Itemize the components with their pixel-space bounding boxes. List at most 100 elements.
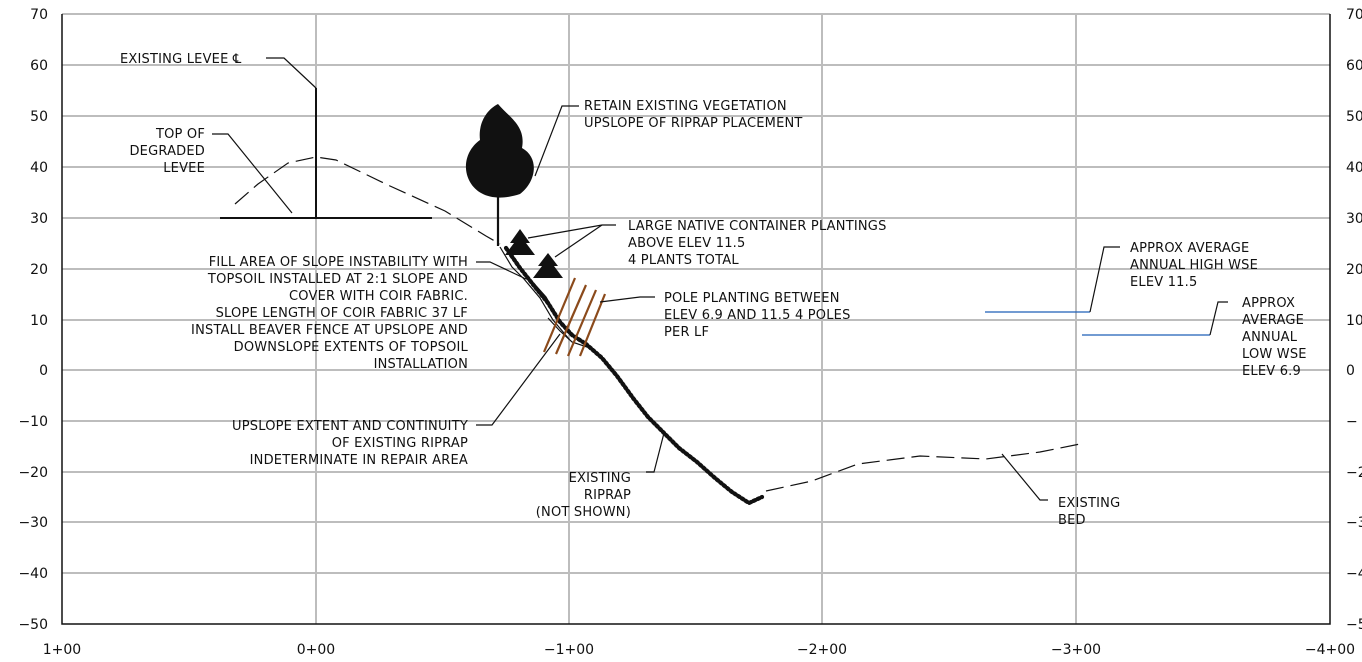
left-y-tick-minus-50: −50: [18, 617, 48, 633]
right-y-tick-minus-50: −5: [1346, 617, 1362, 633]
ground-profile: [220, 88, 1081, 506]
approx-low-wse-line-4: LOW WSE: [1242, 347, 1307, 362]
retain-vegetation-line-2: UPSLOPE OF RIPRAP PLACEMENT: [584, 116, 803, 131]
left-y-tick-60: 60: [30, 58, 48, 74]
right-y-tick-20: 20: [1346, 262, 1362, 278]
container-planting-1: [505, 229, 535, 255]
large-native-leader-2: [554, 224, 603, 258]
pole-planting-line-2: ELEV 6.9 AND 11.5 4 POLES: [664, 308, 851, 323]
axis-labels: 70 60 50 40 30 20 10 0 −10 −20 −30 −40 −…: [18, 7, 1362, 658]
right-y-tick-60: 60: [1346, 58, 1362, 74]
fill-area-line-6: DOWNSLOPE EXTENTS OF TOPSOIL: [234, 340, 469, 355]
right-y-tick-50: 50: [1346, 109, 1362, 125]
pole-planting-4: [578, 293, 607, 357]
water-surface-lines: [985, 311, 1210, 336]
right-y-tick-0: 0: [1346, 363, 1355, 379]
left-y-tick-50: 50: [30, 109, 48, 125]
existing-bed-line-1: EXISTING: [1058, 496, 1120, 511]
fill-area-line-5: INSTALL BEAVER FENCE AT UPSLOPE AND: [191, 323, 468, 338]
upslope-extent-line-3: INDETERMINATE IN REPAIR AREA: [250, 453, 468, 468]
approx-high-wse-line-1: APPROX AVERAGE: [1130, 241, 1249, 256]
pole-planting-1: [542, 277, 577, 353]
existing-levee-cl-leader: [266, 57, 317, 89]
top-degraded-levee-line-3: LEVEE: [163, 161, 205, 176]
top-degraded-levee-line-2: DEGRADED: [129, 144, 205, 159]
fill-area-leader: [476, 261, 527, 280]
left-y-tick-minus-10: −10: [18, 414, 48, 430]
fill-area-line-3: COVER WITH COIR FABRIC.: [289, 289, 468, 304]
existing-riprap-line-3: (NOT SHOWN): [536, 505, 631, 520]
fill-area-line-1: FILL AREA OF SLOPE INSTABILITY WITH: [209, 255, 468, 270]
left-y-tick-minus-20: −20: [18, 465, 48, 481]
retain-vegetation-line-1: RETAIN EXISTING VEGETATION: [584, 99, 787, 114]
existing-riprap-slope: [503, 245, 765, 506]
grid: [61, 13, 1331, 625]
right-y-tick-70: 70: [1346, 7, 1362, 23]
pole-planting-2: [554, 284, 588, 355]
pole-planting-line-1: POLE PLANTING BETWEEN: [664, 291, 840, 306]
top-degraded-levee-line-1: TOP OF: [155, 127, 205, 142]
x-tick-minus-4-plus-00: −4+00: [1305, 642, 1355, 658]
right-y-tick-40: 40: [1346, 160, 1362, 176]
right-y-tick-minus-30: −3: [1346, 515, 1362, 531]
left-y-tick-20: 20: [30, 262, 48, 278]
chart-frame: [61, 14, 1331, 625]
fill-area-line-7: INSTALLATION: [374, 357, 468, 372]
approx-low-wse-line-3: ANNUAL: [1242, 330, 1298, 345]
pole-planting-3: [566, 289, 598, 357]
approx-low-wse-line-5: ELEV 6.9: [1242, 364, 1301, 379]
existing-bed-profile: [765, 443, 1081, 492]
existing-riprap-line-2: RIPRAP: [584, 488, 631, 503]
pole-planting-leader: [599, 296, 655, 303]
left-y-tick-minus-40: −40: [18, 566, 48, 582]
large-native-line-1: LARGE NATIVE CONTAINER PLANTINGS: [628, 219, 887, 234]
container-planting-2: [533, 253, 563, 278]
x-tick-minus-1-plus-00: −1+00: [544, 642, 594, 658]
pole-planting-line-3: PER LF: [664, 325, 709, 340]
approx-low-wse-line-1: APPROX: [1242, 296, 1295, 311]
fill-area-line-2: TOPSOIL INSTALLED AT 2:1 SLOPE AND: [207, 272, 468, 287]
existing-bed-leader: [1001, 453, 1048, 501]
existing-tree-canopy: [465, 104, 534, 198]
approx-low-wse-leader: [1209, 301, 1228, 336]
left-y-tick-40: 40: [30, 160, 48, 176]
x-tick-minus-2-plus-00: −2+00: [797, 642, 847, 658]
upslope-extent-leader: [476, 333, 561, 426]
upslope-extent-line-1: UPSLOPE EXTENT AND CONTINUITY: [232, 419, 468, 434]
pole-plantings: [542, 277, 607, 357]
top-degraded-levee-leader: [212, 133, 293, 214]
vegetation: [465, 104, 607, 357]
left-y-tick-minus-30: −30: [18, 515, 48, 531]
right-y-tick-minus-20: −2: [1346, 465, 1362, 481]
large-native-line-3: 4 PLANTS TOTAL: [628, 253, 739, 268]
left-y-tick-30: 30: [30, 211, 48, 227]
large-native-line-2: ABOVE ELEV 11.5: [628, 236, 745, 251]
right-y-tick-minus-10: −: [1346, 414, 1358, 430]
fill-area-line-4: SLOPE LENGTH OF COIR FABRIC 37 LF: [216, 306, 468, 321]
x-tick-1-plus-00: 1+00: [43, 642, 81, 658]
approx-high-wse-line-2: ANNUAL HIGH WSE: [1130, 258, 1258, 273]
right-y-tick-30: 30: [1346, 211, 1362, 227]
x-tick-minus-3-plus-00: −3+00: [1051, 642, 1101, 658]
right-y-tick-10: 10: [1346, 313, 1362, 329]
left-y-tick-0: 0: [39, 363, 48, 379]
left-y-tick-70: 70: [30, 7, 48, 23]
topsoil-fill-bulge: [547, 317, 605, 361]
existing-riprap-leader: [646, 432, 665, 473]
left-y-tick-10: 10: [30, 313, 48, 329]
annotation-leaders: [212, 57, 1228, 501]
existing-riprap-line-1: EXISTING: [569, 471, 631, 486]
annotation-labels: EXISTING LEVEE ℄ TOP OF DEGRADED LEVEE R…: [120, 52, 1307, 528]
approx-high-wse-line-3: ELEV 11.5: [1130, 275, 1197, 290]
existing-bed-line-2: BED: [1058, 513, 1086, 528]
approx-high-wse-leader: [1089, 246, 1120, 313]
retain-vegetation-leader: [534, 105, 579, 177]
right-y-tick-minus-40: −4: [1346, 566, 1362, 582]
approx-low-wse-line-2: AVERAGE: [1242, 313, 1304, 328]
top-of-degraded-levee-profile: [234, 156, 501, 245]
upslope-extent-line-2: OF EXISTING RIPRAP: [332, 436, 468, 451]
x-tick-0-plus-00: 0+00: [297, 642, 335, 658]
existing-levee-cl-label: EXISTING LEVEE ℄: [120, 52, 242, 67]
